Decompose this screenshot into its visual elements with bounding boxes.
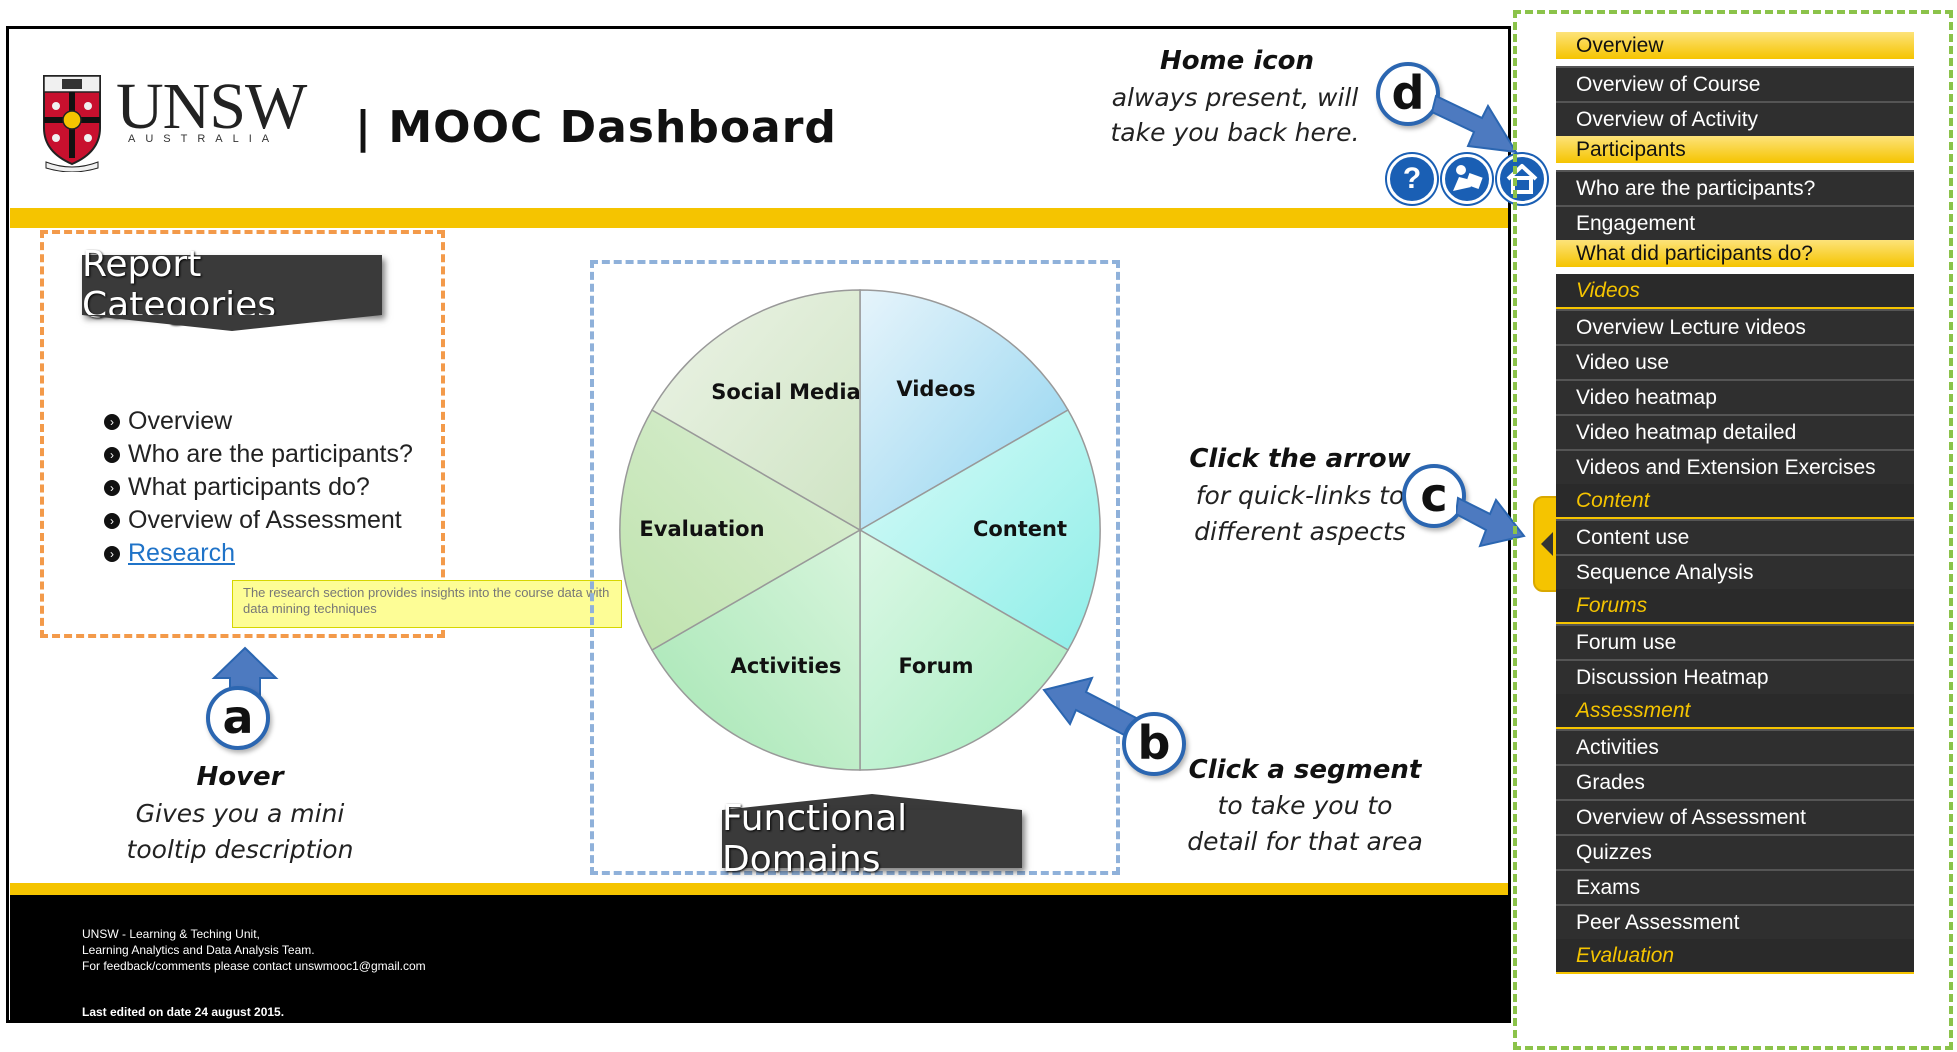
menu-subsection-assessment[interactable]: Assessment — [1556, 694, 1914, 729]
home-icon[interactable] — [1497, 154, 1547, 204]
category-item-participants[interactable]: ›Who are the participants? — [104, 438, 413, 471]
segment-videos[interactable] — [859, 289, 1070, 532]
menu-item-forum-use[interactable]: Forum use — [1556, 624, 1914, 659]
functional-domains-banner-point — [722, 794, 1022, 810]
segment-forum[interactable] — [859, 528, 1070, 771]
segment-label-social-media: Social Media — [711, 380, 860, 404]
menu-item-engagement[interactable]: Engagement — [1556, 205, 1914, 240]
menu-item-exams[interactable]: Exams — [1556, 869, 1914, 904]
callout-d-badge: d — [1376, 62, 1440, 126]
callout-a-title: Hover — [196, 762, 284, 792]
callout-c-badge: c — [1402, 464, 1466, 528]
segment-evaluation[interactable] — [619, 408, 862, 652]
help-icon[interactable]: ? — [1387, 154, 1437, 204]
menu-item-peer-assessment[interactable]: Peer Assessment — [1556, 904, 1914, 939]
report-categories-banner-point — [82, 315, 382, 331]
callout-c-arrow — [1456, 496, 1526, 548]
menu-item-video-use[interactable]: Video use — [1556, 344, 1914, 379]
menu-section-overview: Overview — [1556, 32, 1914, 66]
menu-section-what-did-participants-do: What did participants do? — [1556, 240, 1914, 274]
callout-b-line2: detail for that area — [1187, 827, 1423, 856]
menu-item-overview-of-course[interactable]: Overview of Course — [1556, 66, 1914, 101]
functional-domains-wheel: Social Media Videos Content Forum Activi… — [619, 289, 1101, 771]
menu-item-content-use[interactable]: Content use — [1556, 519, 1914, 554]
menu-item-overview-of-activity[interactable]: Overview of Activity — [1556, 101, 1914, 136]
chevron-right-icon: › — [104, 446, 120, 463]
category-item-assessment[interactable]: ›Overview of Assessment — [104, 504, 413, 537]
callout-d-arrow — [1432, 94, 1518, 154]
footer-line-2: Learning Analytics and Data Analysis Tea… — [82, 943, 315, 957]
menu-item-sequence-analysis[interactable]: Sequence Analysis — [1556, 554, 1914, 589]
menu-item-discussion-heatmap[interactable]: Discussion Heatmap — [1556, 659, 1914, 694]
footer-line-1: UNSW - Learning & Teching Unit, — [82, 927, 260, 941]
footer-last-edited: Last edited on date 24 august 2015. — [82, 1005, 285, 1019]
report-categories-banner: Report Categories — [82, 244, 382, 326]
segment-content[interactable] — [858, 408, 1101, 652]
menu-subsection-forums[interactable]: Forums — [1556, 589, 1914, 624]
menu-subsection-evaluation[interactable]: Evaluation — [1556, 939, 1914, 974]
callout-a-region — [40, 230, 445, 638]
segment-activities[interactable] — [650, 528, 861, 771]
footer-line-3: For feedback/comments please contact uns… — [82, 959, 426, 973]
menu-subsection-content[interactable]: Content — [1556, 484, 1914, 519]
menu-section-participants: Participants — [1556, 136, 1914, 170]
callout-a-badge: a — [206, 686, 270, 750]
chevron-right-icon: › — [104, 479, 120, 496]
menu-item-videos-and-extension-exercises[interactable]: Videos and Extension Exercises — [1556, 449, 1914, 484]
logo-wordmark: UNSW — [116, 70, 307, 143]
menu-item-overview-lecture-videos[interactable]: Overview Lecture videos — [1556, 309, 1914, 344]
side-menu-region — [1513, 10, 1953, 1050]
menu-item-who-are-the-participants[interactable]: Who are the participants? — [1556, 170, 1914, 205]
chevron-right-icon: › — [104, 512, 120, 529]
callout-a-line1: Gives you a mini — [135, 799, 345, 828]
segment-label-forum: Forum — [898, 654, 973, 678]
footer-divider-bar — [10, 883, 1508, 895]
menu-item-overview-of-assessment[interactable]: Overview of Assessment — [1556, 799, 1914, 834]
header-divider-bar — [10, 208, 1508, 228]
category-item-research[interactable]: ›Research — [104, 537, 413, 570]
callout-c-line2: different aspects — [1194, 517, 1406, 546]
segment-label-videos: Videos — [896, 377, 975, 401]
menu-item-grades[interactable]: Grades — [1556, 764, 1914, 799]
menu-item-video-heatmap[interactable]: Video heatmap — [1556, 379, 1914, 414]
segment-label-content: Content — [973, 517, 1067, 541]
menu-subsection-videos[interactable]: Videos — [1556, 274, 1914, 309]
chevron-left-icon — [1541, 532, 1553, 556]
callout-b-title: Click a segment — [1188, 755, 1422, 785]
category-item-participants-do[interactable]: ›What participants do? — [104, 471, 413, 504]
chevron-right-icon: › — [104, 545, 120, 562]
page-title: | MOOC Dashboard — [355, 102, 837, 153]
segment-social-media[interactable] — [650, 289, 861, 532]
segment-label-activities: Activities — [731, 654, 842, 678]
callout-d-title: Home icon — [1159, 46, 1315, 76]
callout-d-line2: take you back here. — [1110, 118, 1360, 147]
chevron-right-icon: › — [104, 413, 120, 430]
category-item-overview[interactable]: ›Overview — [104, 405, 413, 438]
callout-b-region — [590, 260, 1120, 875]
callout-c-line1: for quick-links to — [1195, 481, 1405, 510]
menu-item-video-heatmap-detailed[interactable]: Video heatmap detailed — [1556, 414, 1914, 449]
callout-c-title: Click the arrow — [1189, 444, 1411, 474]
unsw-crest-logo — [40, 72, 104, 173]
footer — [10, 895, 1508, 1023]
report-category-list: ›Overview ›Who are the participants? ›Wh… — [104, 405, 413, 570]
menu-item-activities[interactable]: Activities — [1556, 729, 1914, 764]
logo-subtitle: AUSTRALIA — [128, 133, 280, 145]
callout-d-line1: always present, will — [1111, 83, 1359, 112]
callout-a-line2: tooltip description — [126, 835, 354, 864]
menu-item-quizzes[interactable]: Quizzes — [1556, 834, 1914, 869]
segment-label-evaluation: Evaluation — [639, 517, 764, 541]
research-tooltip: The research section provides insights i… — [232, 580, 622, 628]
functional-domains-banner: Functional Domains — [722, 798, 1022, 880]
user-guide-icon[interactable] — [1442, 154, 1492, 204]
callout-b-line1: to take you to — [1217, 791, 1393, 820]
callout-b-badge: b — [1122, 712, 1186, 776]
